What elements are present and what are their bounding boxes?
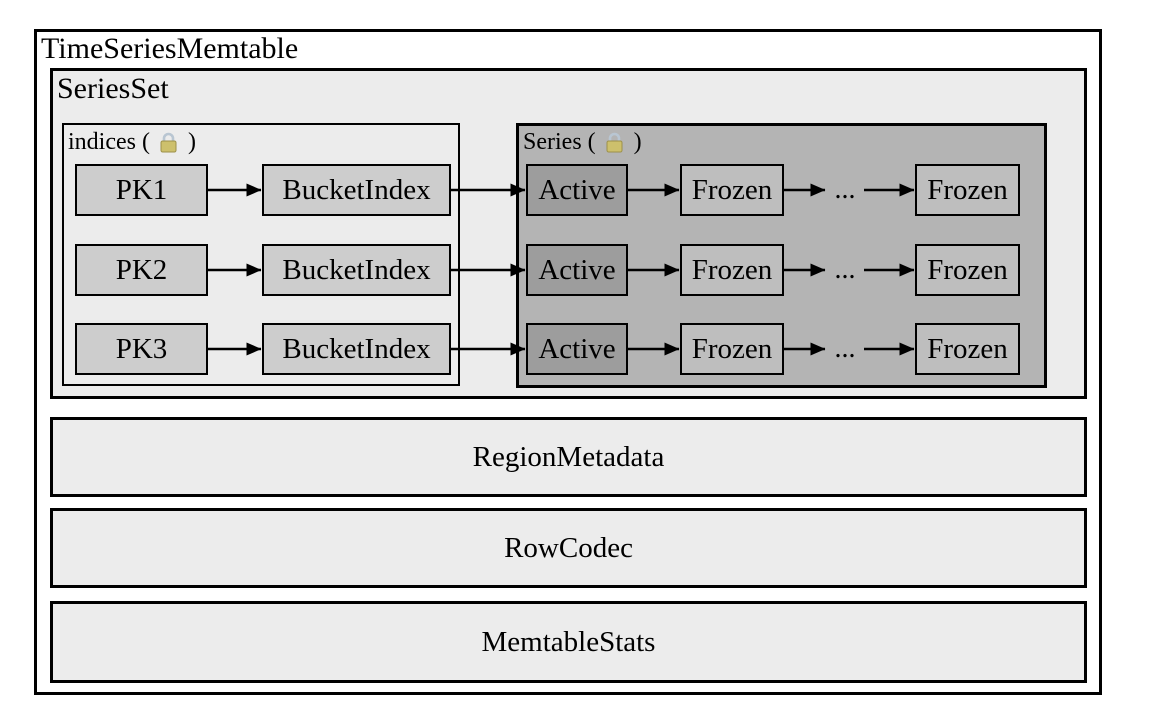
pk3-node: PK3	[75, 323, 208, 375]
row-codec-bar: RowCodec	[50, 508, 1087, 588]
bucket-index-node: BucketIndex	[262, 244, 451, 296]
ellipsis-label: ...	[834, 254, 856, 285]
lock-icon	[160, 132, 177, 152]
ellipsis-label: ...	[834, 333, 856, 364]
seriesset-title: SeriesSet	[57, 72, 169, 105]
series-label-text: Series (	[523, 129, 596, 155]
indices-group-label: indices ( )	[68, 127, 196, 157]
frozen-node: Frozen	[680, 244, 784, 296]
active-node: Active	[526, 323, 628, 375]
frozen-node: Frozen	[915, 244, 1020, 296]
indices-label-close-paren: )	[187, 129, 196, 155]
timeseries-memtable-title: TimeSeriesMemtable	[41, 32, 299, 65]
active-node: Active	[526, 244, 628, 296]
series-label-close-paren: )	[633, 129, 642, 155]
lock-icon	[606, 132, 623, 152]
pk2-node: PK2	[75, 244, 208, 296]
region-metadata-bar: RegionMetadata	[50, 417, 1087, 497]
frozen-node: Frozen	[680, 323, 784, 375]
bucket-index-node: BucketIndex	[262, 164, 451, 216]
frozen-node: Frozen	[915, 323, 1020, 375]
frozen-node: Frozen	[680, 164, 784, 216]
indices-label-text: indices (	[68, 129, 150, 155]
series-group-label: Series ( )	[523, 127, 642, 157]
ellipsis-label: ...	[834, 174, 856, 205]
frozen-node: Frozen	[915, 164, 1020, 216]
active-node: Active	[526, 164, 628, 216]
pk1-node: PK1	[75, 164, 208, 216]
bucket-index-node: BucketIndex	[262, 323, 451, 375]
memtable-stats-bar: MemtableStats	[50, 601, 1087, 683]
